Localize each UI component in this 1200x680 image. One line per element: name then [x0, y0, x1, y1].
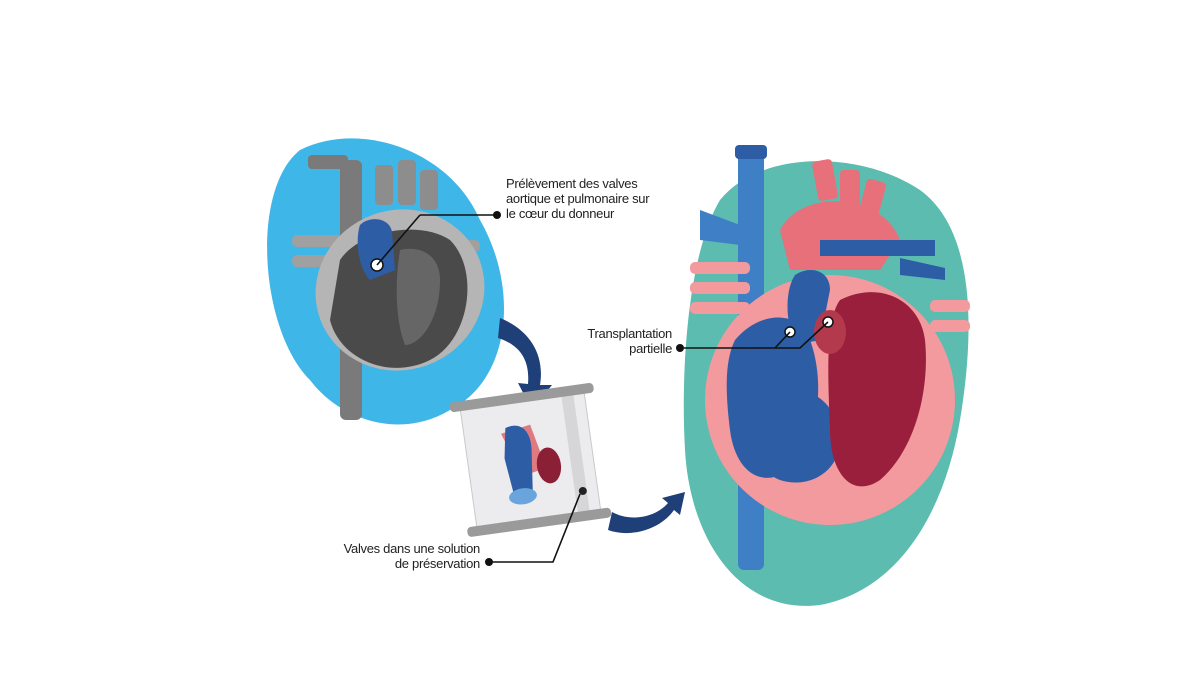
- arrow-icon: [498, 318, 552, 410]
- transplant-label: Transplantation partielle: [560, 326, 672, 356]
- label-line: Transplantation: [587, 326, 672, 341]
- label-line: le cœur du donneur: [506, 206, 615, 221]
- arrow-icon: [608, 492, 685, 534]
- label-line: partielle: [629, 341, 672, 356]
- preservation-label: Valves dans une solution de préservation: [310, 541, 481, 571]
- label-line: Valves dans une solution: [343, 541, 481, 556]
- preservation-label-dot: [485, 558, 493, 566]
- donor-heart-illustration: [267, 138, 504, 425]
- donor-label-dot: [493, 211, 501, 219]
- label-line: Prélèvement des valves: [506, 176, 638, 191]
- preservation-container: [449, 383, 612, 537]
- transplant-label-dot: [676, 344, 684, 352]
- recipient-heart-illustration: [683, 145, 970, 606]
- label-line: de préservation: [394, 556, 480, 571]
- donor-valve-label: Prélèvement des valves aortique et pulmo…: [506, 176, 650, 221]
- label-line: aortique et pulmonaire sur: [506, 191, 650, 206]
